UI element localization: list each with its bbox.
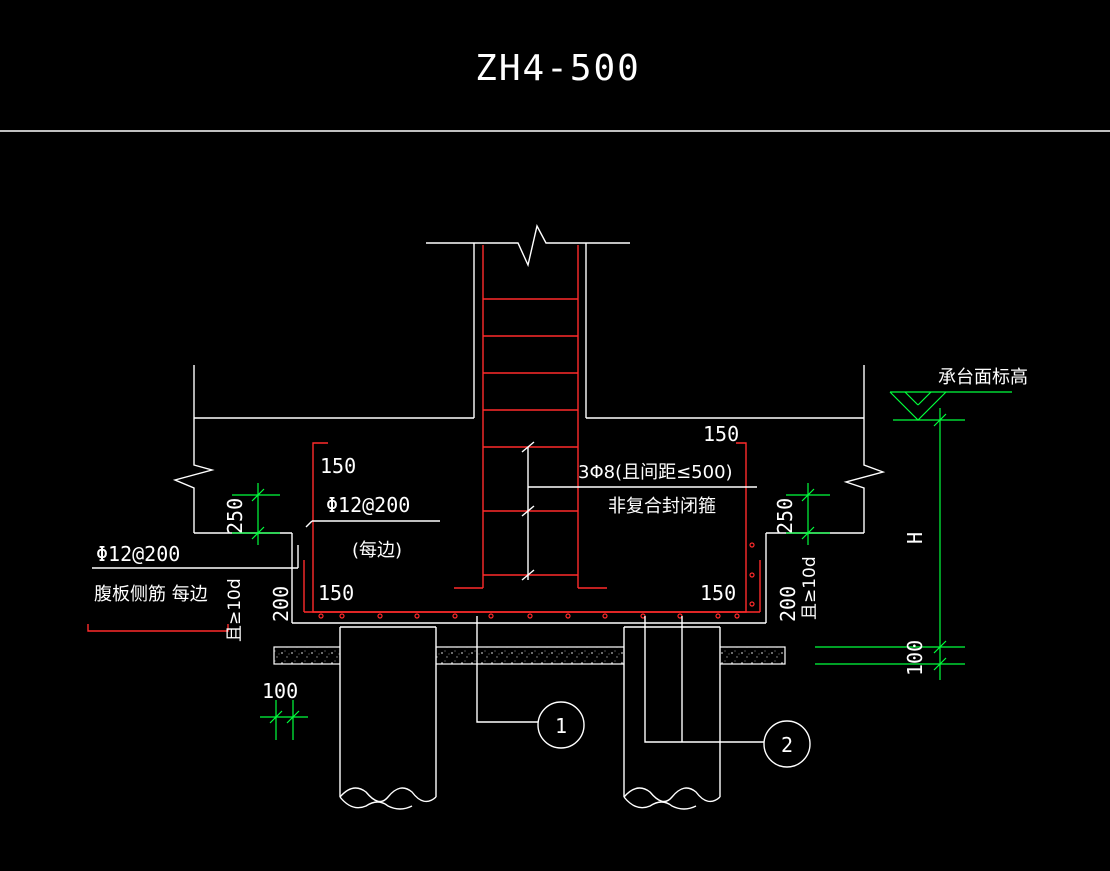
column-outline bbox=[426, 224, 630, 418]
label-bottom-cover-right: 150 bbox=[700, 581, 736, 605]
dim-100-left bbox=[260, 700, 308, 740]
label-dim-h: H bbox=[903, 532, 927, 544]
label-bottom-cover-left: 150 bbox=[318, 581, 354, 605]
callout-2-number: 2 bbox=[781, 733, 793, 757]
dim-250-right bbox=[786, 483, 830, 545]
label-dim-10d-left: 且≥10d bbox=[225, 578, 245, 642]
label-side-rebar-inner: Φ12@200 bbox=[326, 493, 410, 517]
dim-250-left bbox=[232, 483, 280, 545]
label-stirrup: 3Φ8(且间距≤500) bbox=[578, 462, 733, 483]
drawing-title: ZH4-500 bbox=[475, 48, 641, 89]
label-elevation: 承台面标高 bbox=[938, 367, 1028, 388]
label-side-rebar-outer: Φ12@200 bbox=[96, 542, 180, 566]
dim-h-right bbox=[815, 408, 965, 680]
column-rebar-ladder bbox=[454, 245, 607, 589]
pile-right bbox=[623, 626, 721, 810]
label-stirrup-note: 非复合封闭箍 bbox=[608, 496, 716, 517]
outer-side-rebar-leader bbox=[92, 545, 299, 569]
stirrup-dimension bbox=[521, 441, 757, 581]
pile-cap-outline bbox=[172, 365, 886, 624]
callout-1-number: 1 bbox=[555, 714, 567, 738]
label-dim-200-left: 200 bbox=[269, 586, 293, 622]
cap-rebar-cage bbox=[87, 442, 761, 632]
label-top-cover-right: 150 bbox=[703, 422, 739, 446]
elevation-marker bbox=[889, 391, 1012, 421]
label-side-rebar-inner-note: (每边) bbox=[352, 540, 402, 561]
label-dim-100-right: 100 bbox=[903, 640, 927, 676]
label-dim-100-left: 100 bbox=[262, 679, 298, 703]
label-top-cover-left: 150 bbox=[320, 454, 356, 478]
label-dim-10d-right: 且≥10d bbox=[800, 556, 820, 620]
label-dim-200-right: 200 bbox=[776, 586, 800, 622]
inner-side-rebar-leader bbox=[305, 520, 440, 528]
pile-left bbox=[339, 626, 437, 810]
label-dim-250-left: 250 bbox=[223, 498, 247, 534]
callout-leaders bbox=[476, 616, 811, 768]
label-side-rebar-outer-note: 腹板侧筋 每边 bbox=[94, 584, 208, 605]
label-dim-250-right: 250 bbox=[773, 498, 797, 534]
